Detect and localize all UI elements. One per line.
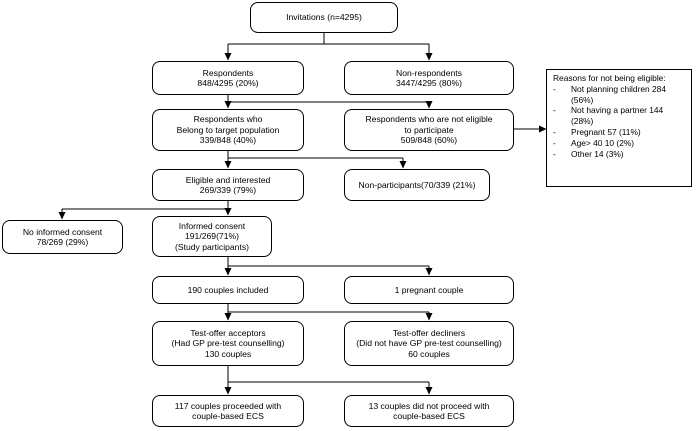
reasons-title: Reasons for not being eligible: bbox=[553, 73, 666, 83]
box-text-line: 60 couples bbox=[408, 348, 450, 359]
box-text-line: Test-offer decliners bbox=[392, 327, 466, 338]
box-text-line: Non-respondents bbox=[396, 67, 462, 78]
reason-text: Other 14 (3%) bbox=[571, 148, 624, 159]
dash-bullet: - bbox=[553, 83, 556, 94]
test-offer-acceptors-box: Test-offer acceptors(Had GP pre-test cou… bbox=[152, 321, 304, 366]
box-text-line: Informed consent bbox=[178, 220, 246, 231]
reason-item: - Pregnant 57 (11%) bbox=[553, 127, 685, 138]
box-text-line: Respondents bbox=[202, 67, 254, 78]
reason-text: Not planning children 284 (56%) bbox=[571, 83, 666, 105]
reason-text: Pregnant 57 (11%) bbox=[571, 126, 641, 137]
invitations-box: Invitations (n=4295) bbox=[250, 2, 398, 33]
box-text-line: No informed consent bbox=[22, 226, 103, 237]
couples-included-box: 190 couples included bbox=[152, 276, 304, 304]
box-text-line: 3447/4295 (80%) bbox=[396, 78, 462, 88]
box-text-line: to participate bbox=[404, 124, 454, 135]
box-text-line: (Study participants) bbox=[174, 241, 250, 252]
dash-bullet: - bbox=[553, 126, 556, 137]
reasons-list: - Not planning children 284 (56%) - Not hav… bbox=[553, 84, 685, 160]
box-text-line: Non-participants(70/339 (21%) bbox=[358, 179, 476, 190]
box-text-line: Invitations (n=4295) bbox=[286, 12, 362, 23]
box-text-line: (Did not have GP pre-test counselling) bbox=[356, 338, 502, 349]
reason-item: - Not having a partner 144 (28%) bbox=[553, 105, 685, 127]
box-text-line: 269/339 (79%) bbox=[199, 185, 257, 195]
box-text-line: 848/4295 (20%) bbox=[197, 78, 259, 88]
box-text-line: 13 couples did not proceed with bbox=[368, 400, 490, 411]
reason-item: - Other 14 (3%) bbox=[553, 149, 685, 160]
box-text-line: 78/269 (29%) bbox=[36, 237, 89, 247]
ineligibility-reasons-box: Reasons for not being eligible: - Not pla… bbox=[546, 69, 692, 187]
dash-bullet: - bbox=[553, 105, 556, 116]
box-text-line: 117 couples proceeded with bbox=[174, 400, 282, 411]
box-text-line: Eligible and interested bbox=[185, 174, 271, 185]
reason-text: Age> 40 10 (2%) bbox=[571, 137, 635, 148]
test-offer-decliners-box: Test-offer decliners(Did not have GP pre… bbox=[344, 321, 514, 366]
non-participants-box: Non-participants(70/339 (21%) bbox=[344, 169, 490, 201]
box-text-line: 509/848 (60%) bbox=[400, 135, 458, 146]
reason-text: Not having a partner 144 (28%) bbox=[571, 105, 664, 127]
box-text-line: 339/848 (40%) bbox=[199, 135, 257, 146]
box-text-line: Belong to target population bbox=[176, 124, 280, 135]
box-text-line: 1 pregnant couple bbox=[394, 284, 464, 295]
box-text-line: (Had GP pre-test counselling) bbox=[171, 338, 285, 349]
box-text-line: Test-offer acceptors bbox=[190, 327, 266, 338]
dash-bullet: - bbox=[553, 148, 556, 159]
dash-bullet: - bbox=[553, 137, 556, 148]
box-text-line: Respondents who are not eligible bbox=[365, 114, 493, 125]
box-text-line: 190 couples included bbox=[187, 284, 269, 295]
reason-item: - Not planning children 284 (56%) bbox=[553, 84, 685, 106]
pregnant-couple-box: 1 pregnant couple bbox=[344, 276, 514, 304]
reason-item: - Age> 40 10 (2%) bbox=[553, 138, 685, 149]
box-text-line: couple-based ECS bbox=[393, 411, 465, 421]
box-text-line: 130 couples bbox=[204, 348, 252, 359]
box-text-line: Respondents who bbox=[193, 114, 263, 125]
box-text-line: 191/269(71%) bbox=[185, 231, 239, 242]
box-text-line: couple-based ECS bbox=[192, 411, 264, 421]
